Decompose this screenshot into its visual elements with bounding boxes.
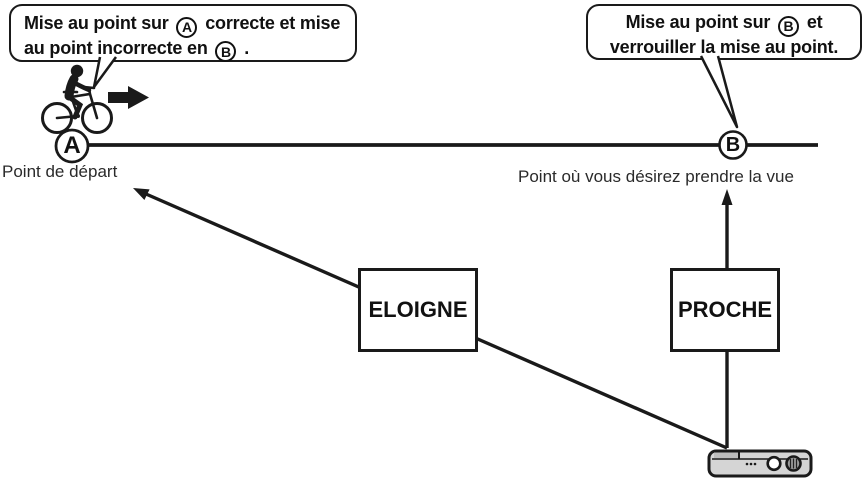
shot-point-caption: Point où vous désirez prendre la vue [518, 167, 794, 186]
callout-text: et [806, 12, 823, 32]
distance-box-near: PROCHE [670, 268, 780, 352]
callout-line: Mise au point sur B et [588, 12, 860, 37]
callout-text: Mise au point sur [24, 13, 169, 33]
distance-box-far: ELOIGNE [358, 268, 478, 352]
callout-line: Mise au point sur A correcte et mise [24, 13, 355, 38]
start-point-caption: Point de départ [2, 162, 118, 181]
callout-focus-at-start: Mise au point sur A correcte et mise au … [9, 4, 357, 62]
point-b-circle [718, 130, 748, 160]
callout-focus-lock: Mise au point sur B et verrouiller la mi… [586, 4, 862, 60]
point-a-circle [54, 128, 90, 164]
callout-text: . [244, 37, 250, 58]
point-a-label: A [63, 132, 81, 159]
cyclist-icon [41, 64, 113, 134]
callout-text: Mise au point sur [625, 12, 771, 32]
camera-icon [707, 449, 813, 478]
callout-text: au point incorrecte en [24, 37, 208, 58]
callout-line: au point incorrecte en B . [24, 37, 355, 62]
point-b-label: B [725, 134, 741, 156]
callout-text: correcte et mise [205, 13, 341, 33]
circled-b-marker: B [778, 15, 799, 37]
right-arrow-icon [108, 86, 149, 109]
circled-b-marker: B [215, 41, 237, 62]
callout-line: verrouiller la mise au point. [609, 36, 839, 57]
circled-a-marker: A [176, 16, 198, 38]
